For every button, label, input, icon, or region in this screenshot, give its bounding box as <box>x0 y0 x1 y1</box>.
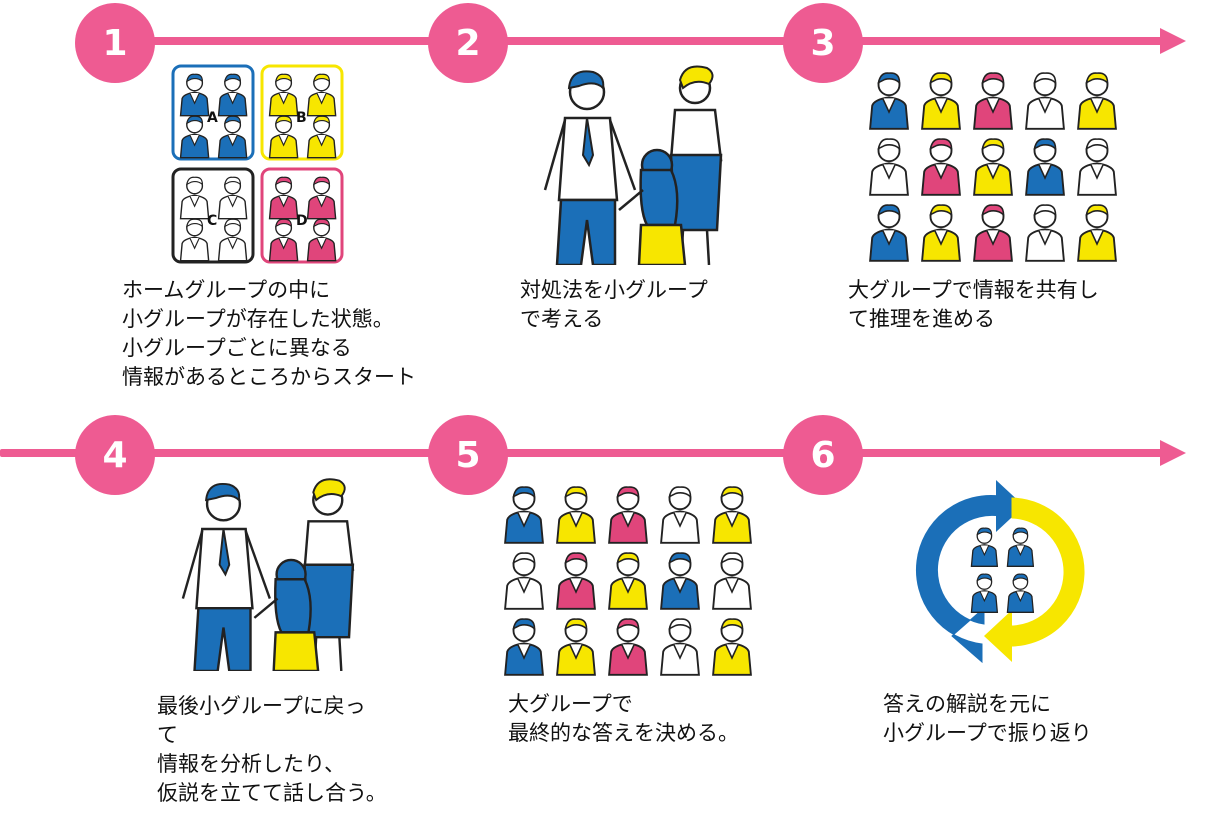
cycle-arrow-yellow-head-icon <box>984 610 1012 662</box>
person-icon <box>217 73 248 117</box>
step-badge-3: 3 <box>783 3 863 83</box>
person-icon <box>268 115 299 159</box>
group-letter-c: C <box>207 213 217 229</box>
cycle-illustration <box>915 480 1085 664</box>
step-3-caption: 大グループで情報を共有し て推理を進める <box>848 278 1099 331</box>
cycle-arrow-yellow-icon <box>1007 497 1085 647</box>
person-icon <box>306 176 337 220</box>
person-icon <box>1025 204 1065 262</box>
timeline-row-1 <box>0 0 1211 90</box>
step-badge-5: 5 <box>428 415 508 495</box>
person-icon <box>306 73 337 117</box>
person-icon <box>179 73 210 117</box>
discussion-illustration-step-2 <box>543 65 723 265</box>
person-icon <box>869 138 909 196</box>
person-icon <box>179 115 210 159</box>
group-letter-a: A <box>207 110 218 126</box>
discussion-group-figure <box>543 65 723 265</box>
person-icon <box>970 573 999 613</box>
person-icon <box>970 527 999 567</box>
person-icon <box>869 72 909 130</box>
person-icon <box>921 72 961 130</box>
person-icon <box>608 552 648 610</box>
step-1-caption: ホームグループの中に 小グループが存在した状態。 小グループごとに異なる 情報が… <box>122 278 416 389</box>
step-badge-6: 6 <box>783 415 863 495</box>
step-2-caption: 対処法を小グループ で考える <box>520 278 708 331</box>
large-group-illustration-step-5 <box>504 486 752 676</box>
discussion-group-figure <box>181 478 355 671</box>
discussion-illustration-step-4 <box>181 478 355 671</box>
person-icon <box>869 204 909 262</box>
timeline-line <box>0 449 1162 457</box>
person-icon <box>1077 138 1117 196</box>
large-group-illustration-step-3 <box>869 72 1117 262</box>
person-icon <box>712 552 752 610</box>
person-icon <box>504 486 544 544</box>
small-groups-illustration: A B C D <box>171 64 344 264</box>
person-icon <box>660 552 700 610</box>
person-icon <box>712 486 752 544</box>
timeline-arrow-icon <box>1160 28 1186 54</box>
step-6-caption: 答えの解説を元に 小グループで振り返り <box>883 692 1092 745</box>
person-icon <box>306 218 337 262</box>
person-icon <box>217 218 248 262</box>
person-icon <box>1025 72 1065 130</box>
person-icon <box>556 486 596 544</box>
step-badge-2: 2 <box>428 3 508 83</box>
person-icon <box>1077 72 1117 130</box>
person-icon <box>268 176 299 220</box>
step-4-caption: 最後小グループに戻っ て 情報を分析したり、 仮説を立てて話し合う。 <box>157 694 387 805</box>
step-5-caption: 大グループで 最終的な答えを決める。 <box>508 692 739 745</box>
cycle-arrow-blue-head-icon <box>996 480 1024 532</box>
group-letter-d: D <box>296 213 308 229</box>
person-icon <box>1077 204 1117 262</box>
person-icon <box>217 115 248 159</box>
person-icon <box>306 115 337 159</box>
person-icon <box>556 618 596 676</box>
timeline-row-2 <box>0 412 1211 502</box>
timeline-line <box>110 37 1162 45</box>
person-icon <box>973 72 1013 130</box>
group-letter-b: B <box>296 110 307 126</box>
step-badge-1: 1 <box>75 3 155 83</box>
timeline-arrow-icon <box>1160 440 1186 466</box>
person-icon <box>660 486 700 544</box>
person-icon <box>660 618 700 676</box>
person-icon <box>179 176 210 220</box>
step-badge-4: 4 <box>75 415 155 495</box>
person-icon <box>504 552 544 610</box>
person-icon <box>608 486 648 544</box>
person-icon <box>268 73 299 117</box>
cycle-arrow-blue-icon <box>915 494 1001 664</box>
person-icon <box>504 618 544 676</box>
person-icon <box>1006 573 1035 613</box>
person-icon <box>268 218 299 262</box>
person-icon <box>179 218 210 262</box>
person-icon <box>973 204 1013 262</box>
person-icon <box>1006 527 1035 567</box>
person-icon <box>973 138 1013 196</box>
person-icon <box>217 176 248 220</box>
person-icon <box>921 204 961 262</box>
person-icon <box>712 618 752 676</box>
person-icon <box>921 138 961 196</box>
person-icon <box>556 552 596 610</box>
person-icon <box>1025 138 1065 196</box>
person-icon <box>608 618 648 676</box>
